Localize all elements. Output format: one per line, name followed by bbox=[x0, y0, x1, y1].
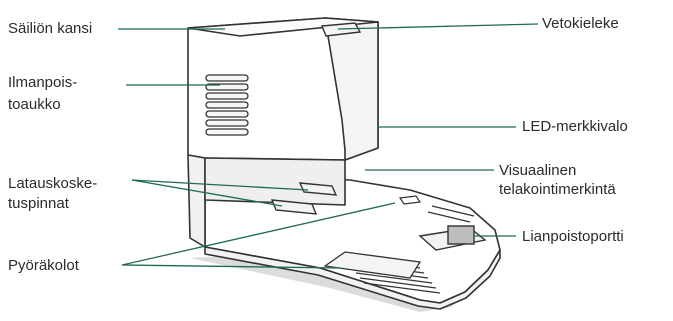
leader-wheel-slots-a bbox=[121, 202, 396, 266]
wheel-slot bbox=[323, 251, 422, 279]
label-pull-tab: Vetokieleke bbox=[542, 15, 619, 32]
label-docking-marker-line2: telakointimerkintä bbox=[499, 181, 616, 198]
leader-pull-tab bbox=[337, 23, 539, 30]
label-tank-lid: Säiliön kansi bbox=[8, 20, 93, 37]
docking-marker bbox=[398, 195, 422, 205]
leader-charging-contacts-a bbox=[131, 179, 309, 191]
label-debris-port: Lianpoistoportti bbox=[522, 228, 624, 245]
leader-wheel-slots-b bbox=[121, 264, 341, 269]
label-charging-contacts-line2: tuspinnat bbox=[8, 195, 69, 212]
label-air-vent-line2: toaukko bbox=[8, 96, 61, 113]
charging-contacts bbox=[270, 182, 338, 215]
label-wheel-slots: Pyöräkolot bbox=[8, 257, 79, 274]
label-led-indicator: LED-merkkivalo bbox=[522, 118, 628, 135]
label-docking-marker-line1: Visuaalinen bbox=[499, 162, 577, 179]
leader-lines bbox=[118, 23, 539, 269]
debris-port bbox=[418, 225, 487, 251]
label-charging-contacts-line1: Latauskoske- bbox=[8, 175, 98, 192]
air-vent-grille bbox=[205, 74, 249, 136]
label-air-vent-line1: Ilmanpois- bbox=[8, 74, 78, 91]
leader-charging-contacts-b bbox=[131, 179, 283, 207]
